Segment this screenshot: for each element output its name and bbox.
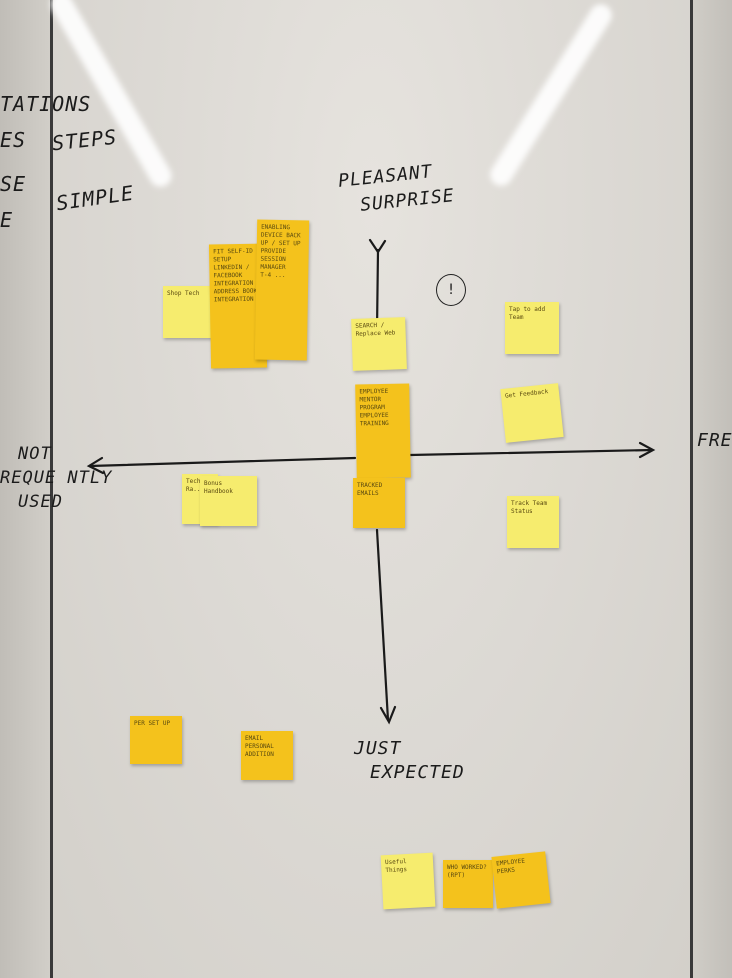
sticky-note: Tap to add Team xyxy=(505,302,559,354)
sticky-note: EMAIL PERSONAL ADDITION xyxy=(241,731,293,780)
axis-label-used: USED xyxy=(18,492,63,512)
axis-label-not: NOT xyxy=(18,444,52,464)
arrowhead-right xyxy=(638,441,656,459)
axis-label-fre: FRE xyxy=(697,430,732,451)
sticky-note: WHO WORKED? (RPT) xyxy=(443,860,493,908)
vertical-axis-lower xyxy=(375,528,390,722)
exclamation-circle-mark: ! xyxy=(436,274,466,306)
sticky-note: Get Feedback xyxy=(500,383,564,443)
sticky-note: Useful Things xyxy=(380,852,436,910)
sticky-note: Shop Tech xyxy=(163,286,215,338)
sticky-note: EMPLOYEE MENTOR PROGRAM EMPLOYEE TRAININ… xyxy=(355,383,411,479)
vertical-axis-upper xyxy=(375,248,380,332)
panel-seam-right xyxy=(690,0,693,978)
sticky-note: TRACKED EMAILS xyxy=(353,478,405,528)
whiteboard-panel-left xyxy=(0,0,52,978)
horizontal-axis-right xyxy=(408,448,654,457)
handwriting-es: ES xyxy=(0,128,27,152)
sticky-note: ENABLING DEVICE BACK UP / SET UP PROVIDE… xyxy=(254,219,310,361)
sticky-note: SEARCH / Replace Web xyxy=(351,317,407,371)
arrowhead-up xyxy=(368,238,387,255)
whiteboard-panel-right xyxy=(692,0,732,978)
horizontal-axis-left xyxy=(88,456,357,468)
handwriting-tations: TATIONS xyxy=(0,92,92,116)
handwriting-e: E xyxy=(0,208,14,232)
sticky-note: PER SET UP xyxy=(130,716,182,764)
arrowhead-down xyxy=(379,705,397,725)
panel-seam-left xyxy=(50,0,53,978)
axis-label-frequently: REQUE NTLY xyxy=(0,468,113,488)
arrowhead-left xyxy=(86,456,105,475)
axis-label-just: JUST xyxy=(354,738,402,759)
sticky-note: EMPLOYEE PERKS xyxy=(491,851,551,909)
sticky-note: Track Team Status xyxy=(507,496,559,548)
handwriting-se: SE xyxy=(0,172,27,196)
sticky-note: Bonus Handbook xyxy=(200,476,257,526)
axis-label-expected: EXPECTED xyxy=(370,762,465,783)
